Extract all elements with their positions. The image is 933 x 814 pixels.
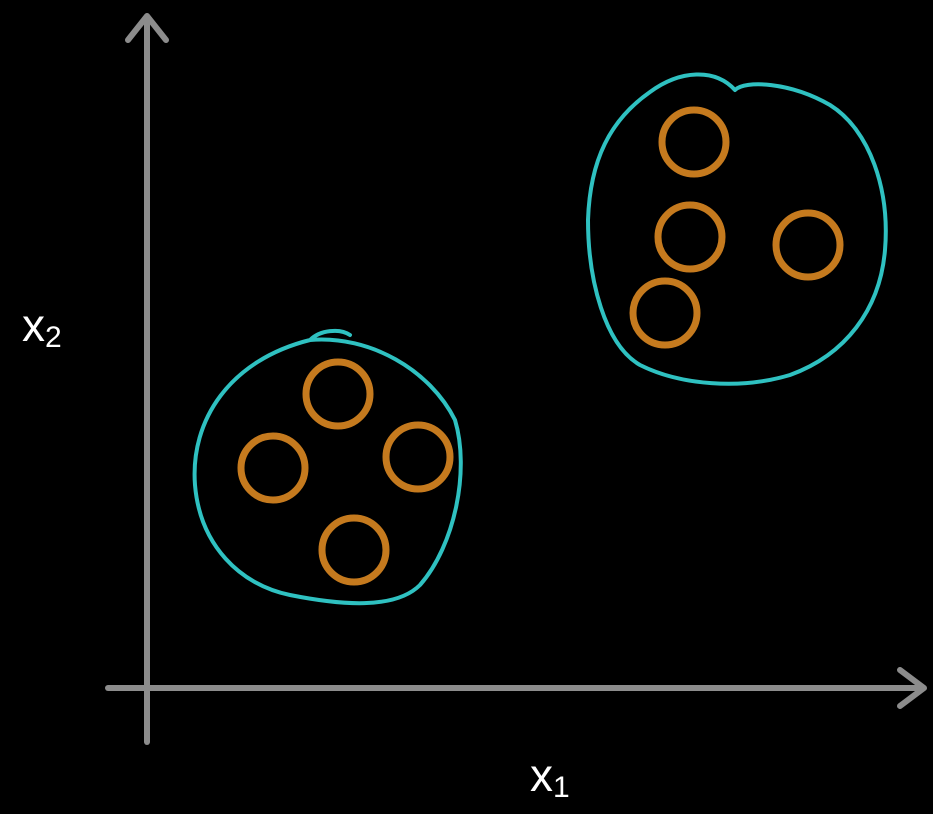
x-axis-arrowhead [897, 667, 927, 709]
data-point [302, 358, 374, 430]
cluster-bottom-left [192, 328, 463, 606]
data-point [318, 514, 390, 586]
y-axis-label: x2 [22, 299, 62, 353]
cluster-outline-top-right [585, 72, 888, 386]
data-point [658, 106, 730, 178]
y-axis-label-subscript: 2 [45, 321, 62, 354]
x-axis-label: x1 [530, 749, 570, 803]
data-point [382, 421, 454, 493]
x-axis [105, 667, 927, 709]
cluster-outline-bottom-left [192, 328, 463, 606]
y-axis-arrowhead [125, 13, 169, 43]
data-point [237, 432, 309, 504]
y-axis-label-base: x [22, 299, 45, 351]
data-point [772, 209, 844, 281]
data-point [629, 277, 701, 349]
y-axis [125, 13, 169, 745]
x-axis-label-subscript: 1 [553, 771, 570, 804]
x-axis-label-base: x [530, 749, 553, 801]
cluster-top-right [585, 72, 888, 386]
data-point [654, 201, 726, 273]
